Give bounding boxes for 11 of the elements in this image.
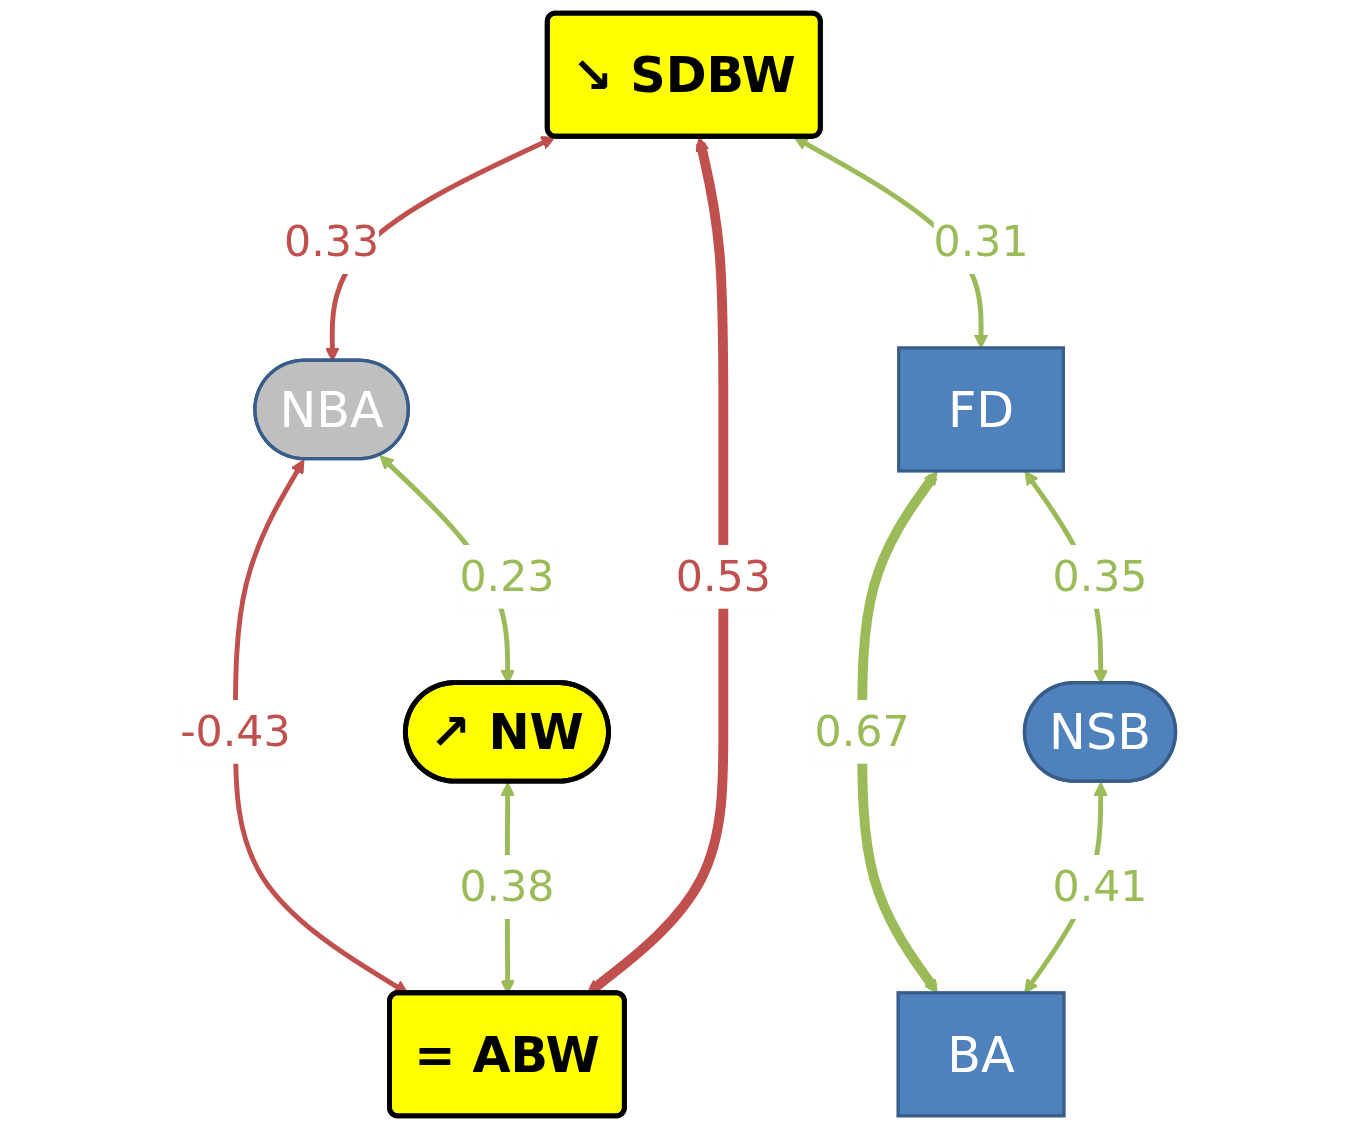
edge-label: 0.41 [1052, 861, 1148, 911]
node-box: BA [896, 991, 1066, 1118]
edge-label: 0.23 [459, 551, 555, 601]
edge-label: 0.35 [1052, 551, 1148, 601]
edge-label: -0.43 [179, 706, 291, 756]
edge-label: 0.67 [814, 706, 910, 756]
edge-label: 0.31 [933, 216, 1029, 266]
edge-label: 0.53 [675, 551, 771, 601]
edge-label: 0.33 [283, 216, 379, 266]
node-box: FD [896, 346, 1065, 473]
edge-label: 0.38 [459, 861, 555, 911]
